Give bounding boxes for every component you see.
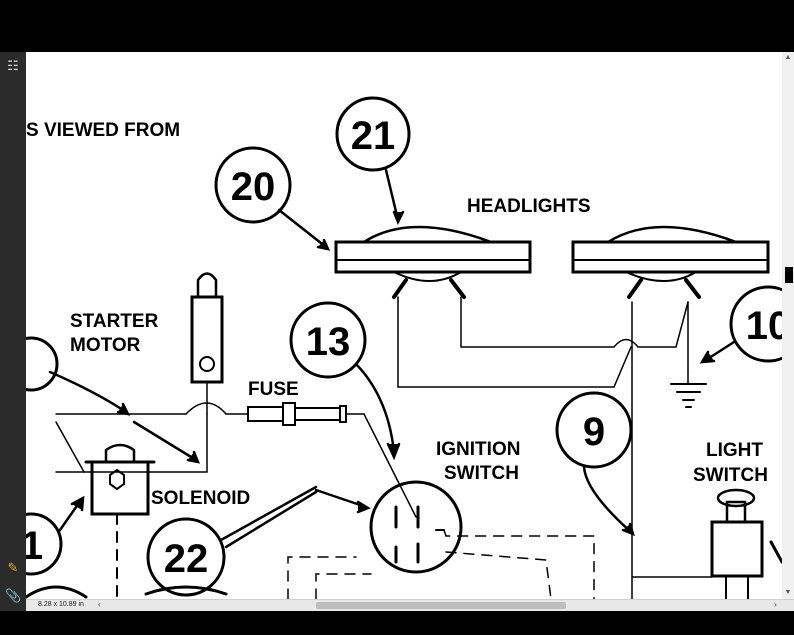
document-viewer[interactable]: S VIEWED FROM HEADLIGHTS STARTER MOTOR F… xyxy=(26,52,782,599)
callout-1: 1 xyxy=(26,524,43,568)
headlight-left xyxy=(362,225,493,244)
page-size-readout: 8.28 x 10.89 in xyxy=(38,601,84,608)
callout-21-circle xyxy=(335,96,411,172)
vertical-scrollbar[interactable]: ▲ ▼ xyxy=(782,52,794,599)
headlight-right xyxy=(606,225,738,244)
headlight-right-base xyxy=(571,240,770,274)
callout-21: 21 xyxy=(351,114,396,158)
scroll-right-icon[interactable]: › xyxy=(774,600,777,609)
ignition-label: IGNITION xyxy=(436,439,520,460)
callout-13: 13 xyxy=(306,320,351,364)
scroll-up-icon[interactable]: ▲ xyxy=(784,54,792,61)
callout-9: 9 xyxy=(583,410,605,454)
status-bar: 8.28 x 10.89 in ‹ › xyxy=(26,599,794,611)
fuse-body xyxy=(247,406,284,422)
headlights-label: HEADLIGHTS xyxy=(467,196,591,217)
starter-motor-body xyxy=(190,295,224,384)
ignition-switch-label: SWITCH xyxy=(444,463,519,484)
viewed-from-label: S VIEWED FROM xyxy=(26,120,180,141)
fuse-label: FUSE xyxy=(248,379,299,400)
scroll-down-icon[interactable]: ▼ xyxy=(784,589,792,596)
callout-9-circle xyxy=(555,391,633,469)
starter-label: STARTER xyxy=(70,311,159,332)
wiring-diagram: S VIEWED FROM HEADLIGHTS STARTER MOTOR F… xyxy=(26,96,782,599)
callout-10-circle xyxy=(729,285,782,363)
callout-20-circle xyxy=(214,146,292,224)
motor-label: MOTOR xyxy=(70,335,141,356)
callout-10: 10 xyxy=(746,304,782,348)
callout-13-circle xyxy=(289,301,367,379)
headlight-left-base xyxy=(334,240,532,274)
light-switch-label: SWITCH xyxy=(693,465,768,486)
callout-22: 22 xyxy=(164,537,209,581)
attachment-icon[interactable]: 📎 xyxy=(5,588,22,603)
horizontal-scroll-thumb[interactable] xyxy=(316,602,566,609)
vertical-scroll-thumb[interactable] xyxy=(785,267,793,283)
top-black-bar xyxy=(0,0,794,52)
light-switch-body xyxy=(710,520,764,578)
left-sidebar: ☷ ✎ 📎 xyxy=(0,52,26,635)
solenoid-label: SOLENOID xyxy=(151,488,250,509)
callout-22-circle xyxy=(146,517,226,597)
bottom-black-bar xyxy=(0,611,794,635)
callout-20: 20 xyxy=(231,165,276,209)
light-label: LIGHT xyxy=(706,440,763,461)
pages-icon[interactable]: ☷ xyxy=(7,58,19,73)
scroll-left-icon[interactable]: ‹ xyxy=(98,600,101,609)
ignition-switch-body xyxy=(369,480,463,574)
comment-icon[interactable]: ✎ xyxy=(7,560,19,575)
